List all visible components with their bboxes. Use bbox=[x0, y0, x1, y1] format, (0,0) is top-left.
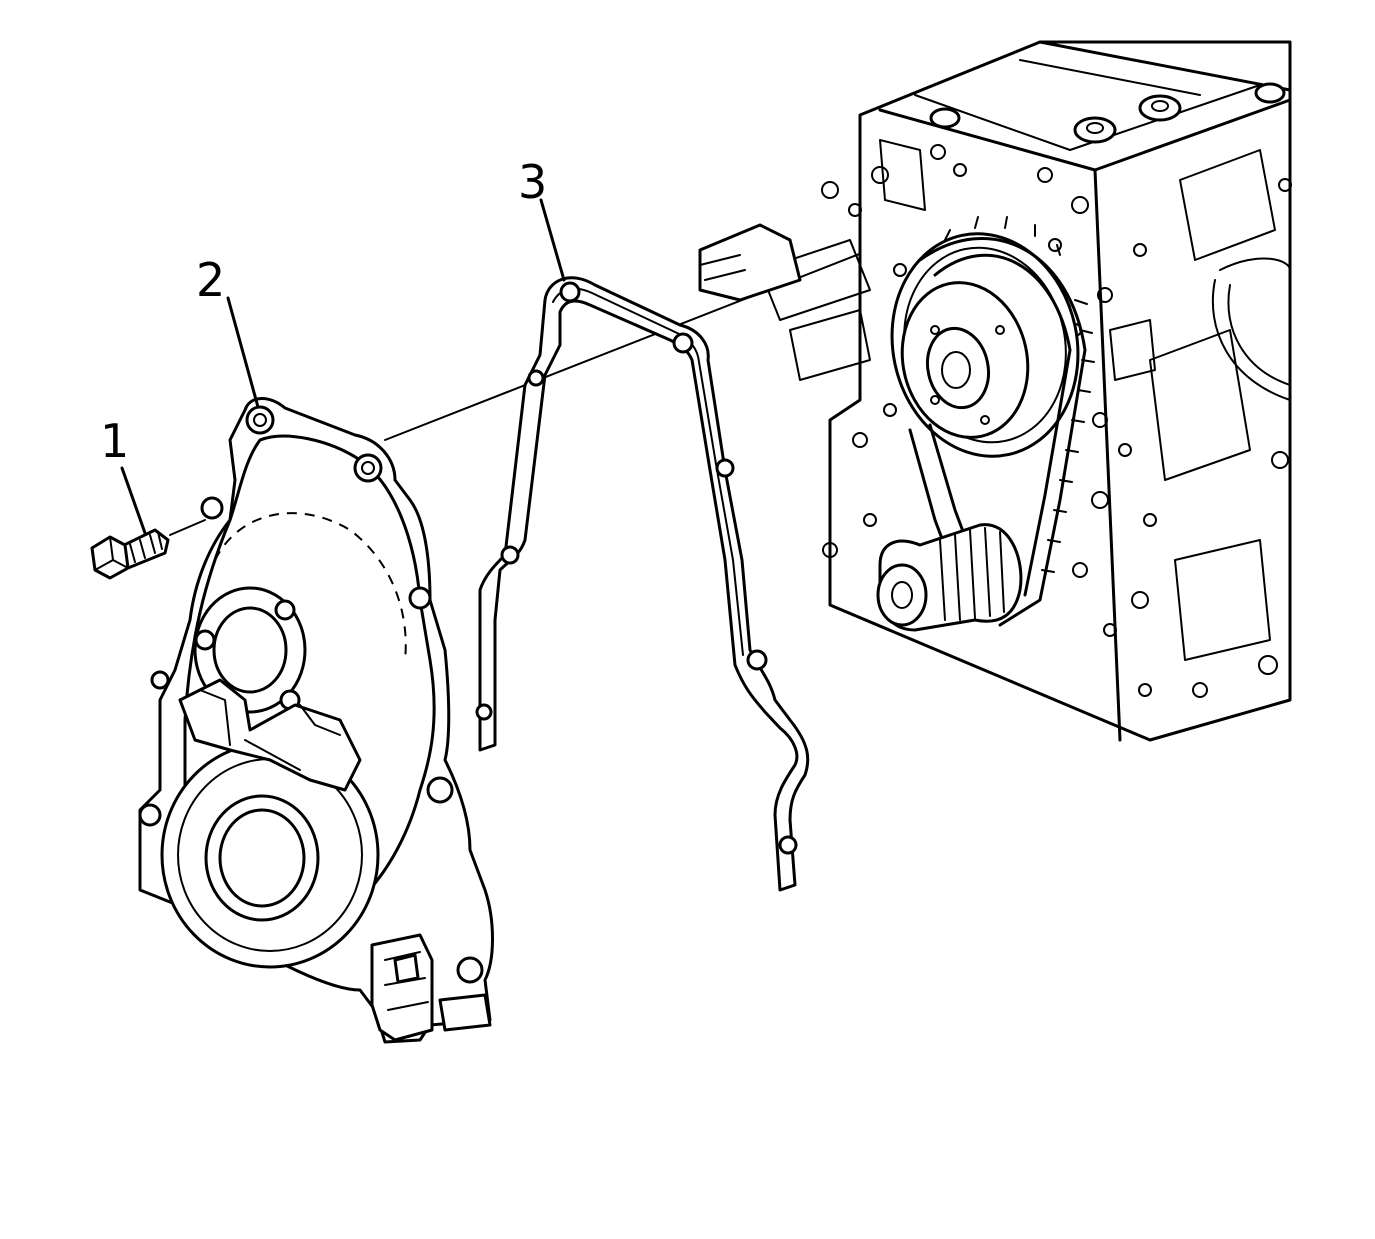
crankshaft-sprocket bbox=[876, 523, 1023, 632]
callout-2: 2 bbox=[196, 253, 225, 307]
alignment-line bbox=[384, 239, 896, 441]
callout-1: 1 bbox=[100, 414, 129, 468]
camshaft-sprocket bbox=[890, 232, 1080, 458]
leader-line-2 bbox=[226, 296, 260, 409]
leader-line-1 bbox=[120, 466, 147, 535]
crankshaft-front-seal bbox=[160, 741, 380, 969]
sensor-connector bbox=[370, 933, 434, 1042]
front-cover-gasket bbox=[475, 276, 810, 892]
front-cover-bolt bbox=[90, 519, 206, 580]
callout-3: 3 bbox=[518, 155, 547, 209]
engine-block bbox=[698, 40, 1292, 742]
engine-front-cover bbox=[138, 397, 494, 1044]
leader-line-3 bbox=[539, 198, 566, 282]
